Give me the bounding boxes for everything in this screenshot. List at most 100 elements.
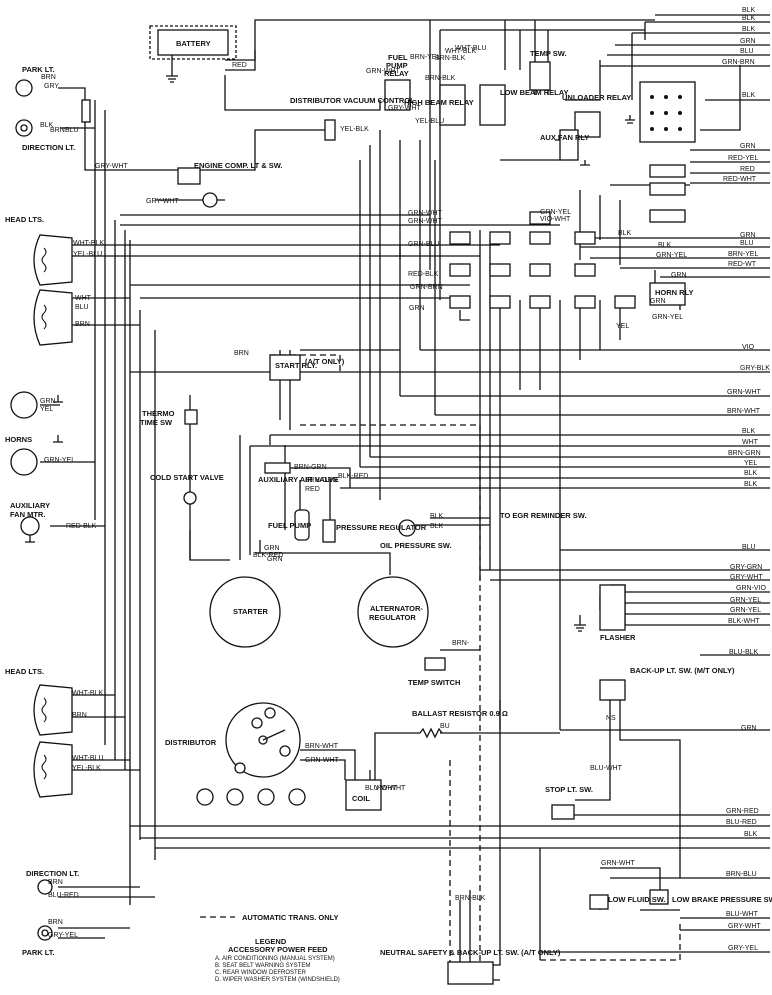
wire-color-tag: BLK [618, 230, 632, 237]
wire-color-tag: BLK [40, 122, 54, 129]
head-lights-lower [33, 684, 73, 798]
legend-item-b: B. SEAT BELT WARNING SYSTEM [215, 963, 310, 969]
oil-pressure-switch [398, 519, 416, 537]
wire-color-tag: BRN [72, 712, 87, 719]
wire-color-tag: YEL [40, 406, 53, 413]
temp-switch [424, 657, 446, 671]
legend-item-d: D. WIPER WASHER SYSTEM (WINDSHIELD) [215, 977, 340, 983]
wire-color-tag: BLU [742, 544, 756, 551]
wire-color-tag: GRY-GRN [730, 564, 762, 571]
label-start-rly: START RLY. [275, 361, 317, 370]
wire-color-tag: BLK [430, 523, 444, 530]
wire-color-tag: BRN [48, 879, 63, 886]
wire-color-tag: GRY-WHT [146, 198, 179, 205]
ballast-resistor [419, 727, 443, 739]
coil [345, 779, 382, 811]
wire-color-tag: GRN [741, 725, 757, 732]
battery: BATTERY [149, 25, 237, 60]
wire-color-tag: BLK [744, 481, 758, 488]
legend-item-a: A. AIR CONDITIONING (MANUAL SYSTEM) [215, 956, 335, 962]
label-head-lts-bottom: HEAD LTS. [5, 667, 44, 676]
label-head-lts-top: HEAD LTS. [5, 215, 44, 224]
label-fuel: FUEL [388, 53, 408, 62]
label-at-only: (A/T ONLY) [305, 357, 345, 366]
wire-color-tag: BRN [48, 919, 63, 926]
wire-color-tag: BLK-WHT [728, 618, 760, 625]
label-high-beam: HIGH BEAM RELAY [404, 98, 474, 107]
wire-color-tag: BRN-BLK [455, 895, 486, 902]
start-relay [269, 354, 301, 381]
label-low-brake: LOW BRAKE PRESSURE SW. [672, 895, 772, 904]
wire-color-tag: GRN-YEL [652, 314, 683, 321]
wire-color-tag: BRN-BLK [435, 55, 466, 62]
wire-color-tag: BRN-YEL [410, 54, 440, 61]
low-fluid-switch [589, 894, 609, 910]
connector-blocks [449, 211, 636, 309]
label-pump: PUMP [386, 61, 408, 70]
firing-order [196, 788, 306, 806]
label-neutral-safety: NEUTRAL SAFETY & BACK-UP LT. SW. (A/T ON… [380, 948, 561, 957]
wire-color-tag: GRN [740, 38, 756, 45]
label-ballast: BALLAST RESISTOR 0.9 Ω [412, 709, 508, 718]
wire-color-tag: WHT-BLU [455, 45, 487, 52]
wire-color-tag: GRY-BLK [740, 365, 770, 372]
label-stop-lt-sw: STOP LT. SW. [545, 785, 593, 794]
label-engine-comp: ENGINE COMP. LT & SW. [194, 161, 282, 170]
label-low-fluid: LOW FLUID SW. [608, 895, 666, 904]
aux-air-valve [264, 462, 291, 474]
label-temp-switch: TEMP SWITCH [408, 678, 460, 687]
label-aux-fan-rly: AUX FAN RLY [540, 133, 589, 142]
wire-color-tag: BLU-WHT [590, 765, 623, 772]
label-starter: STARTER [233, 607, 268, 616]
high-beam-relay [439, 84, 466, 126]
wire-color-tag: BRN [41, 74, 56, 81]
low-brake-pressure-switch [649, 889, 669, 905]
label-park-lt-top: PARK LT. [22, 65, 55, 74]
label-pressure-regulator: PRESSURE REGULATOR [336, 523, 427, 532]
wire-color-tag: GRN-YEL [44, 457, 75, 464]
head-lights-upper [33, 234, 73, 346]
wire-color-tag: VIO [742, 344, 755, 351]
wire-color-tag: BRN-GRN [305, 477, 338, 484]
wire-color-tag: BLK [742, 26, 756, 33]
wire-color-tag: RED-YEL [728, 155, 758, 162]
legend-item-c: C. REAR WINDOW DEFROSTER [215, 970, 307, 976]
wire-color-tag: GRN-RED [726, 808, 759, 815]
label-fan-mtr: FAN MTR. [10, 510, 45, 519]
wire-color-tag: GRN-WHT [408, 210, 443, 217]
wire-color-tag: GRN-YEL [730, 607, 761, 614]
wire-color-tag: BLU-RED [726, 819, 757, 826]
wire-color-tag: BLU-BLK [729, 649, 759, 656]
aux-fan-motor [20, 516, 40, 536]
wire-color-tag: BRN [50, 127, 65, 134]
wire-color-tag: BLK-RED [253, 552, 283, 559]
label-low-beam: LOW BEAM RELAY [500, 88, 568, 97]
label-aux-air-valve: AUXILIARY AIR VALVE [258, 475, 339, 484]
wire-color-tag: BRN-BLK [425, 75, 456, 82]
wire-color-tag: NS [606, 715, 616, 722]
label-temp-sw-top: TEMP SW. [530, 49, 567, 58]
wire-color-tag: GRN-BRN [722, 59, 755, 66]
wire-color-tag: GRN-YEL [540, 209, 571, 216]
label-auxiliary: AUXILIARY [10, 501, 50, 510]
label-flasher: FLASHER [600, 633, 636, 642]
wire-color-tag: RED-WT [728, 261, 757, 268]
wires [40, 14, 770, 981]
wire-color-tag: BLK [742, 7, 756, 14]
wire-color-tag: BRN-GRN [728, 450, 761, 457]
wire-color-tag: GRN-WHT [727, 389, 762, 396]
wire-color-tag: GRN [409, 305, 425, 312]
wire-color-tag: GRN-WHT [601, 860, 636, 867]
wire-color-tag: GRN [650, 298, 666, 305]
wire-color-tag: BRN-YEL [728, 251, 758, 258]
cold-start-valve [183, 491, 197, 505]
label-relay: RELAY [384, 69, 409, 78]
wire-color-tag: WHT- [75, 295, 94, 302]
legend-title: LEGEND [255, 937, 287, 946]
label-coil: COIL [352, 794, 370, 803]
alternator [357, 576, 429, 648]
wire-color-tag: BLU [65, 127, 79, 134]
wire-color-tag: GRN-WHT [305, 757, 340, 764]
